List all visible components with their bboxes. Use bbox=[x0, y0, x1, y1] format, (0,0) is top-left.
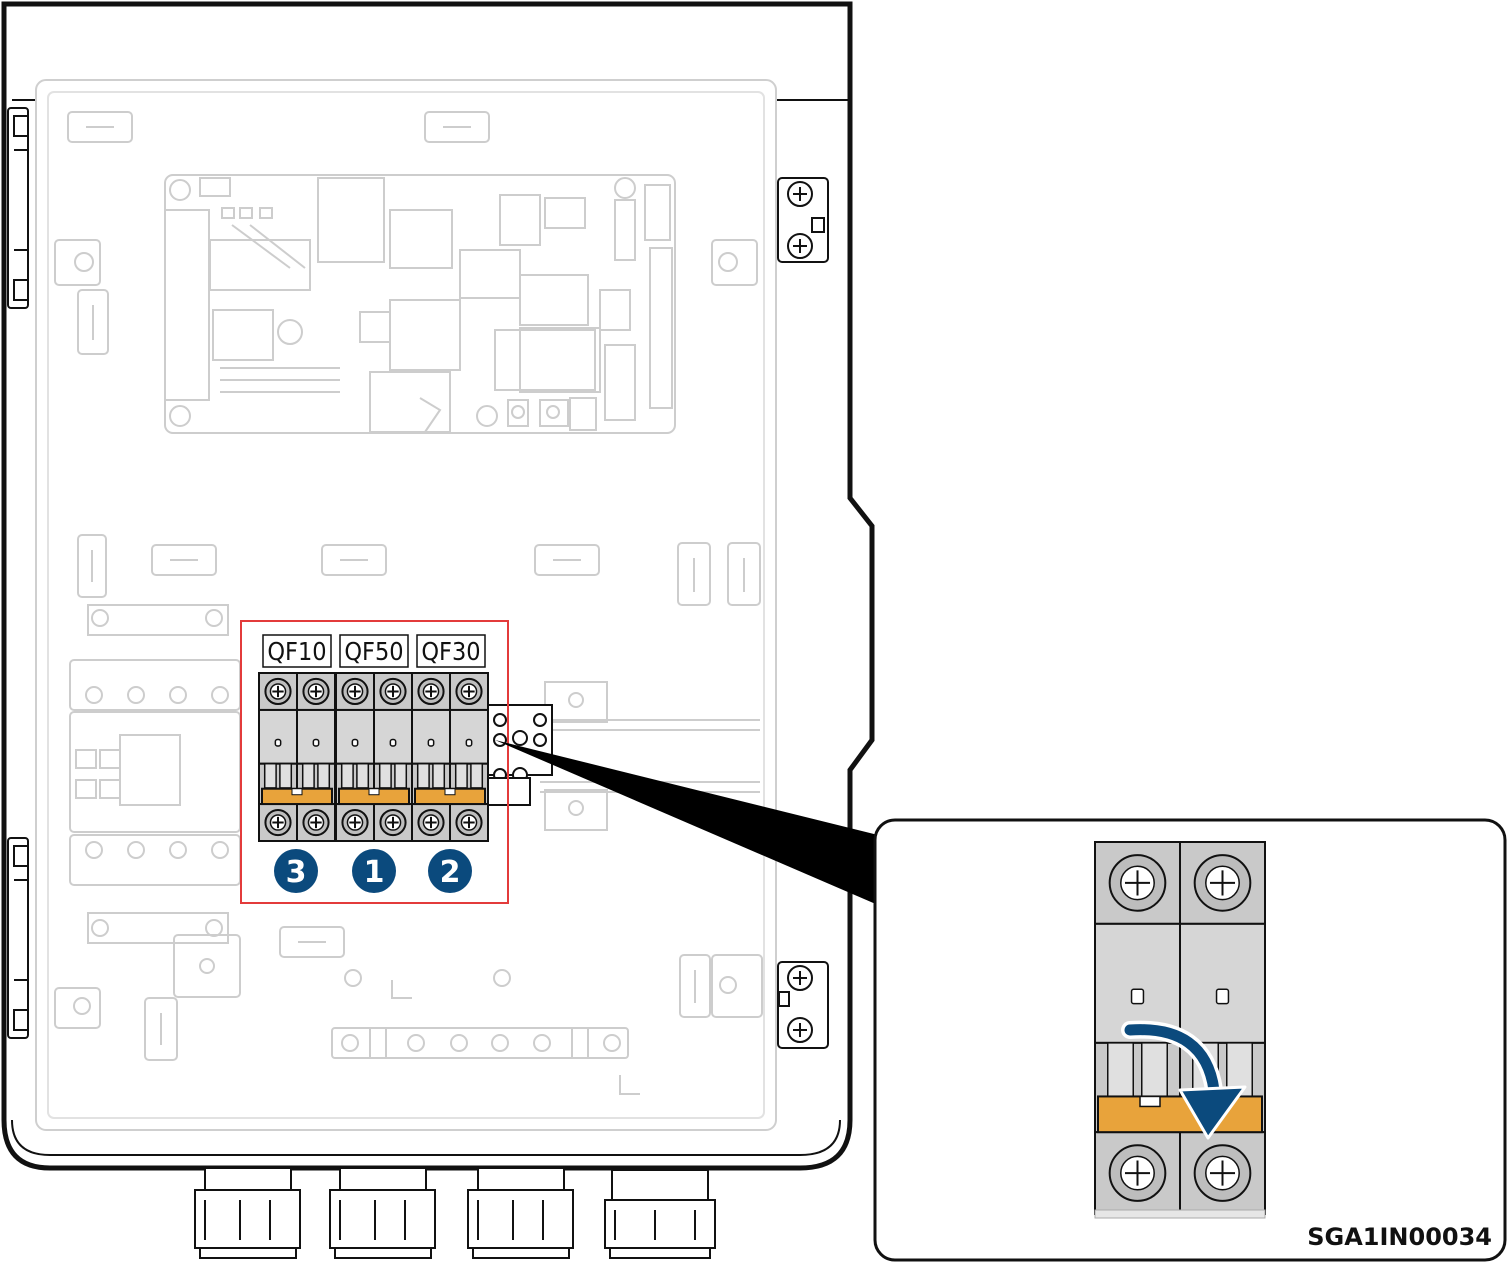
screw-icon bbox=[379, 677, 407, 706]
screw-icon bbox=[379, 808, 407, 837]
breaker-pole bbox=[449, 672, 489, 842]
screw-icon bbox=[1193, 1144, 1252, 1202]
number-badge-icon bbox=[274, 849, 318, 893]
breaker-number: 1 bbox=[364, 855, 385, 890]
screw-icon bbox=[1108, 854, 1167, 912]
breaker-toggle bbox=[414, 787, 486, 806]
breaker-pole bbox=[373, 672, 413, 842]
highlight-box bbox=[240, 620, 509, 904]
enclosure bbox=[1, 1, 875, 1171]
curved-arrow-icon bbox=[1121, 1020, 1247, 1140]
screw-icon bbox=[455, 677, 483, 706]
breaker-pole bbox=[296, 672, 336, 842]
figure-code: SGA1IN00034 bbox=[1307, 1223, 1492, 1251]
callout-pointer bbox=[495, 740, 878, 905]
breaker-label: QF50 bbox=[344, 637, 403, 666]
hinge-bottom bbox=[7, 837, 29, 1039]
breaker-label: QF30 bbox=[421, 637, 480, 666]
screw-icon bbox=[302, 808, 330, 837]
screw-icon bbox=[264, 808, 292, 837]
zoom-detail: SGA1IN00034 bbox=[873, 818, 1507, 1262]
latch-bottom bbox=[777, 961, 829, 1049]
breaker-toggle bbox=[1097, 1095, 1263, 1134]
breaker-pole bbox=[411, 672, 451, 842]
breaker-pole bbox=[1179, 841, 1266, 1216]
cable-glands bbox=[194, 1167, 716, 1259]
screw-icon bbox=[417, 808, 445, 837]
breaker-number: 3 bbox=[286, 855, 307, 890]
screw-icon bbox=[1108, 1144, 1167, 1202]
screw-icon bbox=[341, 808, 369, 837]
internal-components bbox=[54, 111, 763, 1095]
breaker-labels: QF10 QF50 QF30 bbox=[262, 634, 486, 668]
number-badges: 3 1 2 bbox=[274, 849, 472, 893]
breaker-label: QF10 bbox=[267, 637, 326, 666]
number-badge-icon bbox=[352, 849, 396, 893]
breaker-number: 2 bbox=[440, 855, 461, 890]
breaker-toggle bbox=[261, 787, 333, 806]
breaker-base bbox=[1094, 1209, 1266, 1219]
breaker-pole bbox=[335, 672, 375, 842]
screw-icon bbox=[341, 677, 369, 706]
screw-icon bbox=[1193, 854, 1252, 912]
cable-gland-2 bbox=[329, 1167, 436, 1259]
breaker-pole bbox=[258, 672, 298, 842]
screw-icon bbox=[302, 677, 330, 706]
number-badge-icon bbox=[428, 849, 472, 893]
latch-top bbox=[777, 177, 829, 263]
breaker-group: QF10 QF50 QF30 3 1 2 bbox=[240, 620, 553, 904]
breaker-toggle bbox=[338, 787, 410, 806]
hinge-top bbox=[7, 107, 29, 309]
breaker-units bbox=[258, 672, 489, 842]
cable-gland-3 bbox=[467, 1167, 574, 1259]
cable-gland-4 bbox=[604, 1169, 716, 1259]
cable-gland-1 bbox=[194, 1167, 301, 1259]
screw-icon bbox=[455, 808, 483, 837]
screw-icon bbox=[417, 677, 445, 706]
screw-icon bbox=[264, 677, 292, 706]
